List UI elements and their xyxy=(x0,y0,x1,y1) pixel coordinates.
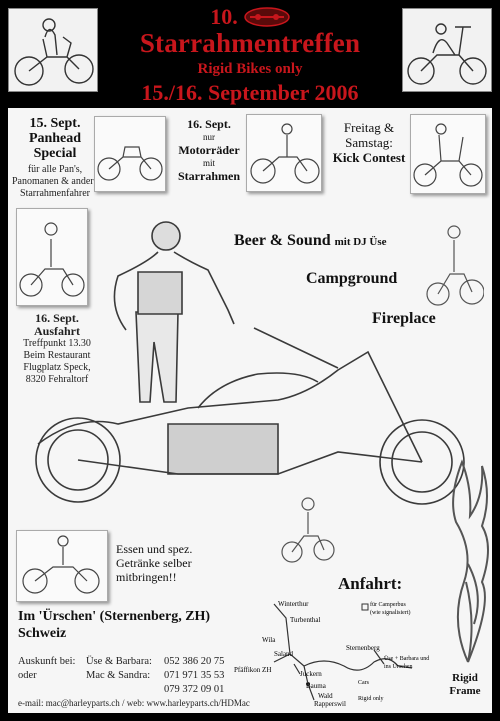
directions-map: Winterthur Turbenthal Wila Saland Pfäffi… xyxy=(234,584,444,710)
motorraeder-line3: mit xyxy=(202,158,215,168)
ausfahrt-date: 16. Sept. xyxy=(35,311,79,325)
motorraeder-date: 16. Sept. xyxy=(187,117,231,131)
event-subtitle: Rigid Bikes only xyxy=(197,61,303,77)
event-title: Starrahmentreffen xyxy=(139,28,361,58)
rigid-frame-line1: Rigid xyxy=(452,672,478,684)
poster-body: 15. Sept. Panhead Special für alle Pan's… xyxy=(8,108,492,713)
contact-label1: Auskunft bei: xyxy=(18,656,76,667)
map-bar-note2: ins Ürschen xyxy=(384,664,413,670)
ausfahrt-line2: Beim Restaurant xyxy=(23,350,91,361)
map-juckern: Juckern xyxy=(300,670,322,678)
map-bar-note: Üse + Barbara und xyxy=(384,656,430,662)
kick-line3: Kick Contest xyxy=(332,150,406,165)
panhead-line1: Panhead xyxy=(28,131,82,146)
location-block: Im 'Ürschen' (Sternenberg, ZH) Schweiz xyxy=(18,608,258,642)
map-wald: Wald xyxy=(318,692,333,700)
motorraeder-line4: Starrahmen xyxy=(178,169,240,183)
beer-sound-text: Beer & Sound mit DJ Üse xyxy=(234,232,387,250)
panhead-line2: Special xyxy=(33,146,77,161)
footer-email-link[interactable]: mac@harleyparts.ch xyxy=(45,698,120,708)
map-winterthur: Winterthur xyxy=(278,600,309,608)
kick-line2: Samstag: xyxy=(345,135,393,150)
panhead-bike-photo xyxy=(94,116,166,192)
rigid-frame-line2: Frame xyxy=(449,685,481,697)
footer-email-label: e-mail: xyxy=(18,698,44,708)
panhead-note2: Panomanen & andere xyxy=(11,176,99,187)
dj-label: mit DJ Üse xyxy=(334,236,387,248)
ausfahrt-line3: Flugplatz Speck, xyxy=(23,362,91,373)
essen-line2: Getränke selber xyxy=(116,556,192,570)
essen-text: Essen und spez. Getränke selber mitbring… xyxy=(116,542,226,584)
footer-web-link[interactable]: www.harleyparts.ch/HDMac xyxy=(146,698,250,708)
ausfahrt-line1: Treffpunkt 13.30 xyxy=(23,338,91,349)
kick-contest-photo xyxy=(410,114,486,194)
map-parking: für Camperbus xyxy=(370,602,406,608)
panhead-block: 15. Sept. Panhead Special xyxy=(14,116,96,161)
panhead-note1: für alle Pan's, xyxy=(27,164,83,175)
rigid-frame-logo-text: Rigid Frame xyxy=(442,672,488,698)
map-rapperswil: Rapperswil xyxy=(314,700,346,708)
ausfahrt-title: Ausfahrt xyxy=(33,324,80,338)
kick-line1: Freitag & xyxy=(343,120,395,135)
fireplace-text: Fireplace xyxy=(372,310,436,327)
contact-phone1: 052 386 20 75 xyxy=(164,656,225,667)
location-line1: Im 'Ürschen' (Sternenberg, ZH) xyxy=(18,609,211,624)
motorraeder-line1: nur xyxy=(203,132,215,142)
ausfahrt-line4: 8320 Fehraltorf xyxy=(25,374,89,385)
map-parking-note: (wie signalisiert) xyxy=(370,610,411,616)
contact-name2: Mac & Sandra: xyxy=(86,670,151,681)
beer-sound-label: Beer & Sound xyxy=(234,232,331,249)
trike-rider-sketch xyxy=(280,492,336,566)
edition-number: 10. xyxy=(100,2,400,30)
motorraeder-bike-photo xyxy=(246,114,322,192)
contact-phone3: 079 372 09 01 xyxy=(164,684,225,695)
contact-name1: Üse & Barbara: xyxy=(86,656,152,667)
campground-text: Campground xyxy=(306,270,398,287)
motorraeder-block: 16. Sept. nur Motorräder mit Starrahmen xyxy=(172,118,246,183)
sketch-rider-right-photo xyxy=(402,8,492,92)
map-sternenberg: Sternenberg xyxy=(346,644,380,652)
panhead-note3: Starrahmenfahrer xyxy=(20,188,90,199)
map-saland: Saland xyxy=(274,650,294,658)
map-pfaeffikon: Pfäffikon ZH xyxy=(234,666,272,674)
map-wila: Wila xyxy=(262,636,276,644)
starrahmen-logo-icon xyxy=(244,7,290,27)
panhead-note: für alle Pan's, Panomanen & andere Starr… xyxy=(10,164,100,200)
kick-contest-block: Freitag & Samstag: Kick Contest xyxy=(326,120,412,165)
contact-label2: oder xyxy=(18,670,37,681)
essen-line3: mitbringen!! xyxy=(116,570,177,584)
ausfahrt-block: 16. Sept. Ausfahrt Treffpunkt 13.30 Beim… xyxy=(12,312,102,386)
essen-line1: Essen und spez. xyxy=(116,542,193,556)
main-bike-sketch xyxy=(18,212,488,512)
anfahrt-title: Anfahrt: xyxy=(338,574,403,593)
map-cars: Cars xyxy=(358,680,369,686)
sketch-rider-left-photo xyxy=(8,8,98,92)
header: 10. Starrahmentreffen Rigid Bikes only 1… xyxy=(0,0,500,108)
map-rigid-only: Rigid only xyxy=(358,696,384,702)
contact-phone2: 071 971 35 53 xyxy=(164,670,225,681)
motorraeder-line2: Motorräder xyxy=(178,143,240,157)
vintage-bike-photo xyxy=(16,530,108,602)
rider-right-sketch xyxy=(424,218,485,310)
map-turbenthal: Turbenthal xyxy=(290,616,321,624)
footer-contact: e-mail: mac@harleyparts.ch / web: www.ha… xyxy=(18,698,250,708)
location-line2: Schweiz xyxy=(18,626,67,641)
event-date: 15./16. September 2006 xyxy=(141,80,359,105)
rider-left-photo xyxy=(16,208,88,306)
footer-web-label: / web: xyxy=(122,698,145,708)
panhead-date: 15. Sept. xyxy=(29,116,81,131)
rigid-frame-flames-logo xyxy=(446,444,490,712)
map-bauma: Bauma xyxy=(306,682,326,690)
